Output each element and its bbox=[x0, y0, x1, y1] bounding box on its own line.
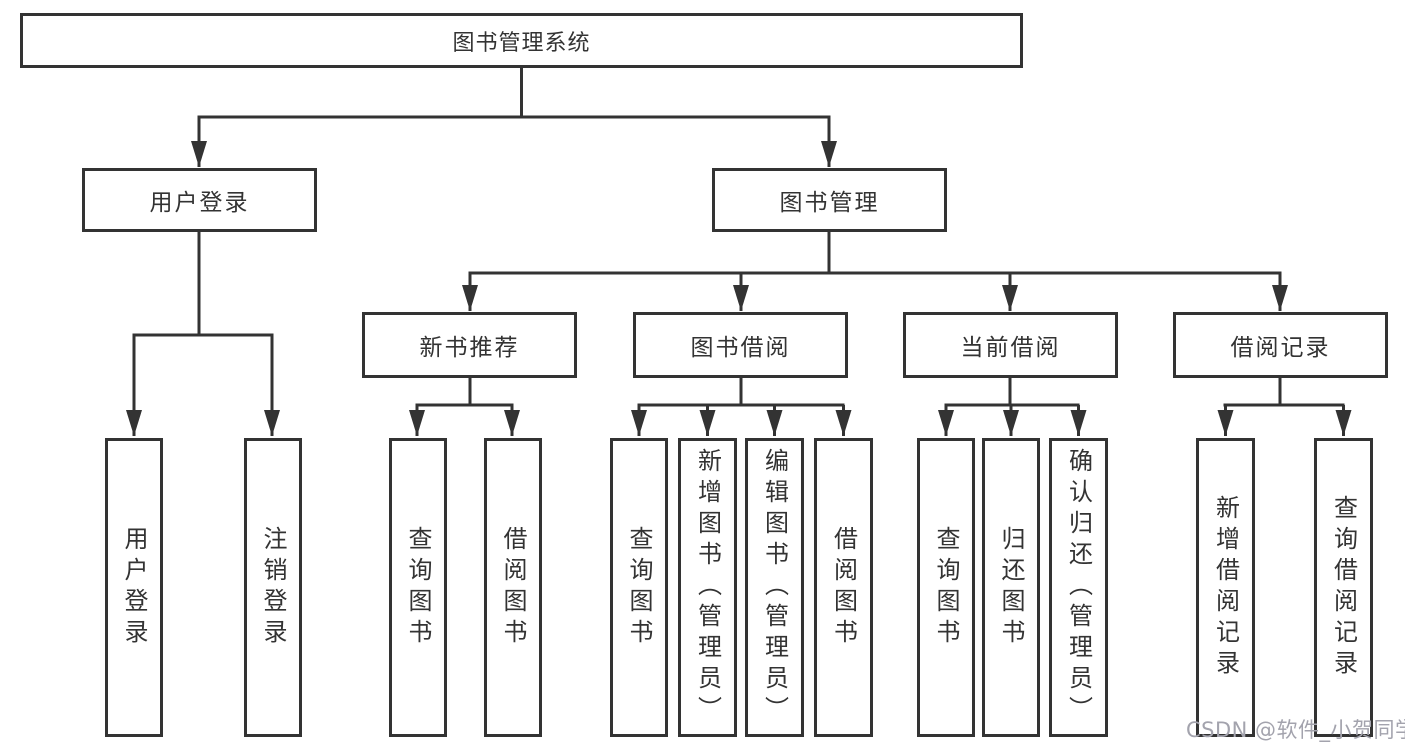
connector-branches bbox=[132, 68, 1345, 407]
leaf-edit-book-admin: 编辑图书（管理员） bbox=[745, 438, 804, 737]
watermark-text: CSDN @软件_小贺同学 bbox=[1186, 718, 1405, 742]
leaf-confirm-return-admin: 确认归还（管理员） bbox=[1049, 438, 1108, 737]
leaf-query-books-current: 查询图书 bbox=[917, 438, 975, 737]
leaf-query-books-borrow: 查询图书 bbox=[610, 438, 668, 737]
leaf-logout: 注销登录 bbox=[244, 438, 302, 737]
leaf-add-book-admin: 新增图书（管理员） bbox=[678, 438, 737, 737]
leaf-return-books: 归还图书 bbox=[982, 438, 1040, 737]
node-new-book-recommend: 新书推荐 bbox=[362, 312, 577, 378]
node-user-login: 用户登录 bbox=[82, 168, 317, 232]
leaf-user-login: 用户登录 bbox=[105, 438, 163, 737]
leaf-query-books-recommend: 查询图书 bbox=[389, 438, 447, 737]
node-book-management-system: 图书管理系统 bbox=[20, 13, 1023, 68]
leaf-borrow-books: 借阅图书 bbox=[814, 438, 873, 737]
leaf-borrow-books-recommend: 借阅图书 bbox=[484, 438, 542, 737]
node-book-borrowing: 图书借阅 bbox=[633, 312, 848, 378]
node-current-borrowing: 当前借阅 bbox=[903, 312, 1118, 378]
connector-arrows bbox=[126, 117, 1352, 436]
node-book-management: 图书管理 bbox=[712, 168, 947, 232]
node-borrowing-records: 借阅记录 bbox=[1173, 312, 1388, 378]
leaf-query-borrow-record: 查询借阅记录 bbox=[1314, 438, 1373, 737]
leaf-add-borrow-record: 新增借阅记录 bbox=[1196, 438, 1255, 737]
